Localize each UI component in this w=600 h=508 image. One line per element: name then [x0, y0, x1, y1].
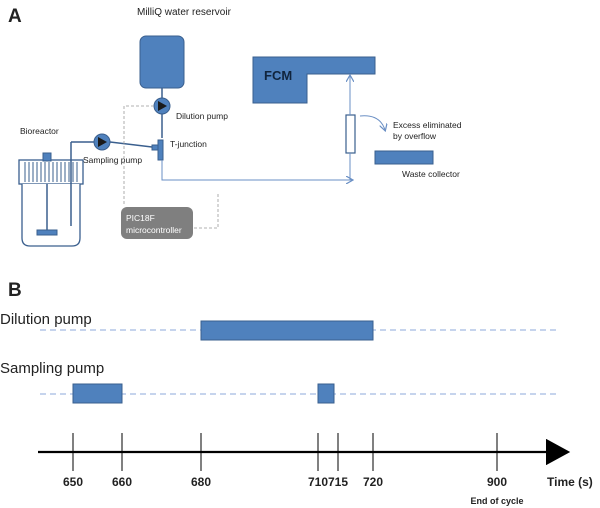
t-junction-label: T-junction	[170, 139, 207, 149]
reservoir-tank	[139, 35, 185, 89]
fcm-block	[252, 56, 376, 104]
waste-collector	[374, 150, 434, 165]
t-junction-side	[151, 144, 159, 151]
controller-label-1: PIC18F	[126, 213, 155, 223]
microcontroller-box	[121, 207, 193, 239]
sampling-outlet-line	[109, 141, 153, 148]
reservoir-label: MilliQ water reservoir	[137, 7, 232, 18]
sampling-pump-label: Sampling pump	[83, 155, 142, 165]
dilution-pump-icon	[153, 97, 171, 115]
excess-label-2: by overflow	[393, 131, 437, 141]
controller-label-2: microcontroller	[126, 225, 182, 235]
sampling-pump-icon	[93, 133, 111, 151]
dilution-active-bar	[200, 320, 374, 341]
dilution-row-label: Dilution pump	[0, 311, 92, 328]
waste-label: Waste collector	[402, 169, 460, 179]
bioreactor-label: Bioreactor	[20, 126, 59, 136]
sampling-row-label: Sampling pump	[0, 360, 104, 377]
end-of-cycle-label: End of cycle	[470, 496, 523, 506]
control-wires	[123, 105, 219, 229]
excess-label-1: Excess eliminated	[393, 120, 462, 130]
panel-b-label: B	[8, 280, 22, 301]
bioreactor-vessel	[18, 142, 84, 247]
overflow-cell	[345, 114, 356, 154]
overflow-arrow	[359, 115, 385, 130]
tick-label: 720	[363, 475, 383, 489]
tick-label: 660	[112, 475, 132, 489]
tick-label: 900	[487, 475, 507, 489]
sampling-active-bar	[317, 383, 335, 404]
sampling-active-bar	[72, 383, 123, 404]
tick-label: 680	[191, 475, 211, 489]
tick-label: 710	[308, 475, 328, 489]
time-axis-label: Time (s)	[547, 475, 593, 489]
tick-label: 715	[328, 475, 348, 489]
dilution-pump-label: Dilution pump	[176, 111, 228, 121]
panel-a-label: A	[8, 6, 22, 27]
fcm-label: FCM	[264, 68, 292, 83]
flow-line	[161, 160, 346, 181]
t-junction	[157, 139, 164, 161]
tick-label: 650	[63, 475, 83, 489]
